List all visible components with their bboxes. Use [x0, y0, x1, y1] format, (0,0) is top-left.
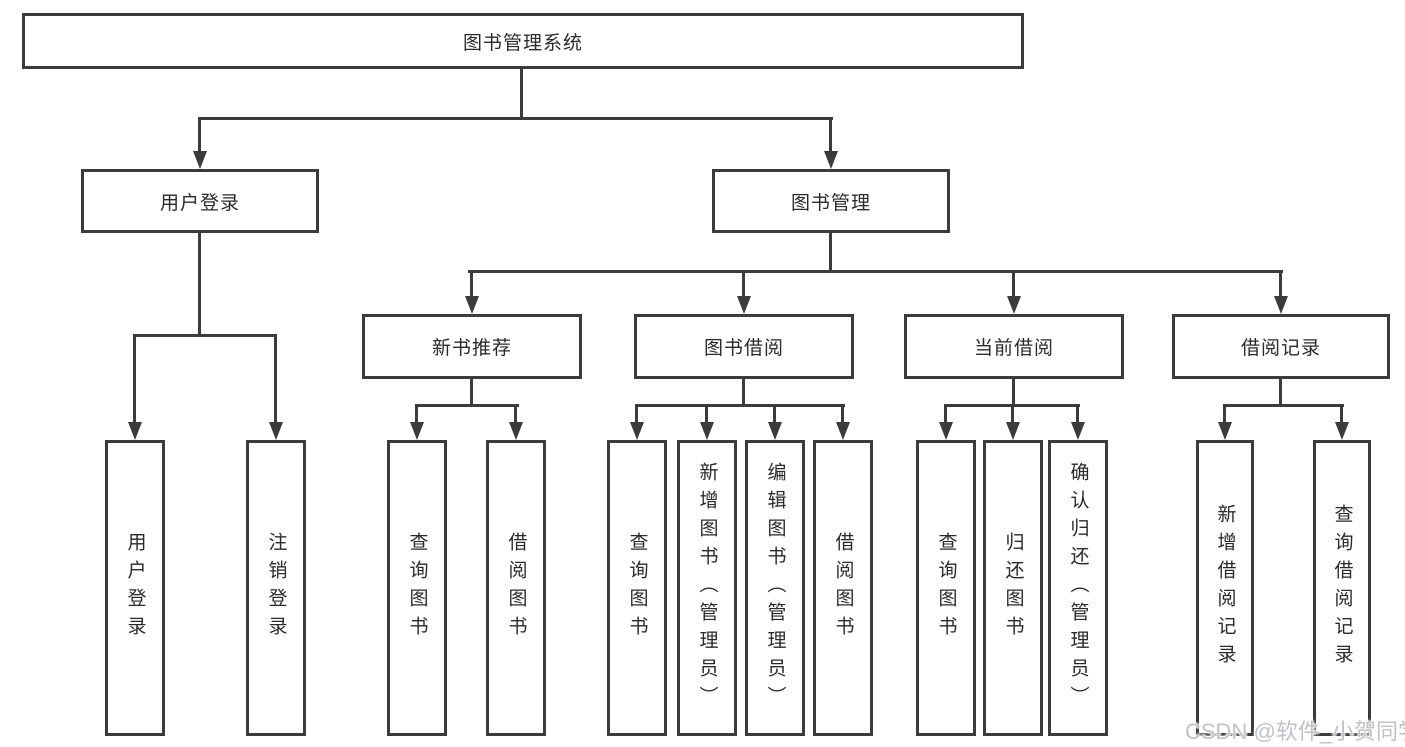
arrowhead-down-icon — [700, 422, 714, 440]
connector-line — [198, 117, 833, 120]
connector-line — [1076, 406, 1079, 424]
arrowhead-down-icon — [768, 422, 782, 440]
arrowhead-down-icon — [939, 422, 953, 440]
node-borrowing-records: 借阅记录 — [1172, 314, 1390, 379]
leaf-label: 注销登录 — [265, 532, 287, 644]
leaf-label: 新增借阅记录 — [1214, 504, 1236, 672]
leaf-borrow-books-recommend: 借阅图书 — [486, 440, 546, 736]
connector-line — [415, 404, 519, 407]
node-book-borrowing: 图书借阅 — [634, 314, 854, 379]
leaf-query-books-borrowing: 查询图书 — [607, 440, 667, 736]
node-label: 图书管理 — [790, 192, 871, 214]
connector-line — [470, 272, 473, 298]
connector-line — [415, 406, 418, 424]
csdn-watermark: CSDN @软件_小贺同学 — [1185, 719, 1405, 744]
connector-line — [1012, 379, 1015, 407]
arrowhead-down-icon — [1071, 422, 1085, 440]
connector-line — [468, 270, 1283, 273]
connector-line — [1223, 406, 1226, 424]
connector-line — [829, 233, 832, 273]
arrowhead-down-icon — [1274, 296, 1288, 314]
connector-line — [133, 334, 277, 337]
connector-line — [514, 406, 517, 424]
leaf-query-books-recommend: 查询图书 — [387, 440, 447, 736]
arrowhead-down-icon — [1006, 422, 1020, 440]
arrowhead-down-icon — [737, 296, 751, 314]
connector-line — [1011, 406, 1014, 424]
node-library-management-system: 图书管理系统 — [22, 13, 1024, 69]
leaf-borrow-books: 借阅图书 — [813, 440, 873, 736]
node-label: 用户登录 — [159, 192, 240, 214]
connector-line — [520, 69, 523, 119]
connector-line — [198, 233, 201, 337]
connector-line — [944, 404, 1080, 407]
connector-line — [470, 379, 473, 407]
arrowhead-down-icon — [128, 422, 142, 440]
node-user-login-branch: 用户登录 — [81, 169, 319, 233]
leaf-label: 借阅图书 — [505, 532, 527, 644]
connector-line — [635, 406, 638, 424]
leaf-label: 编辑图书（管理员） — [764, 462, 786, 714]
arrowhead-down-icon — [193, 151, 207, 169]
leaf-add-books-admin: 新增图书（管理员） — [677, 440, 737, 736]
arrowhead-down-icon — [1218, 422, 1232, 440]
leaf-label: 归还图书 — [1002, 532, 1024, 644]
arrowhead-down-icon — [1335, 422, 1349, 440]
arrowhead-down-icon — [1007, 296, 1021, 314]
arrowhead-down-icon — [410, 422, 424, 440]
leaf-logout: 注销登录 — [246, 440, 306, 736]
connector-line — [773, 406, 776, 424]
arrowhead-down-icon — [269, 422, 283, 440]
connector-line — [742, 379, 745, 407]
connector-line — [1012, 272, 1015, 298]
leaf-confirm-return-admin: 确认归还（管理员） — [1048, 440, 1108, 736]
leaf-query-borrow-record: 查询借阅记录 — [1313, 440, 1371, 736]
leaf-query-books-current: 查询图书 — [916, 440, 976, 736]
node-new-book-recommendation: 新书推荐 — [362, 314, 582, 379]
arrowhead-down-icon — [509, 422, 523, 440]
arrowhead-down-icon — [824, 151, 838, 169]
node-book-management-branch: 图书管理 — [712, 169, 950, 233]
connector-line — [742, 272, 745, 298]
arrowhead-down-icon — [836, 422, 850, 440]
arrowhead-down-icon — [630, 422, 644, 440]
leaf-label: 查询图书 — [406, 532, 428, 644]
node-label: 新书推荐 — [431, 338, 512, 359]
node-label: 图书管理系统 — [462, 32, 583, 54]
connector-line — [944, 406, 947, 424]
node-label: 图书借阅 — [703, 338, 784, 359]
leaf-label: 查询图书 — [626, 532, 648, 644]
leaf-user-login: 用户登录 — [105, 440, 165, 736]
leaf-edit-books-admin: 编辑图书（管理员） — [745, 440, 805, 736]
leaf-label: 确认归还（管理员） — [1067, 462, 1089, 714]
connector-line — [274, 336, 277, 424]
node-label: 当前借阅 — [973, 338, 1054, 359]
connector-line — [1223, 404, 1344, 407]
leaf-label: 用户登录 — [124, 532, 146, 644]
leaf-add-borrow-record: 新增借阅记录 — [1196, 440, 1254, 736]
leaf-label: 查询图书 — [935, 532, 957, 644]
connector-line — [133, 336, 136, 424]
leaf-label: 查询借阅记录 — [1331, 504, 1353, 672]
connector-line — [1279, 272, 1282, 298]
connector-line — [1340, 406, 1343, 424]
leaf-label: 新增图书（管理员） — [696, 462, 718, 714]
arrowhead-down-icon — [465, 296, 479, 314]
node-current-borrowing: 当前借阅 — [904, 314, 1124, 379]
connector-line — [705, 406, 708, 424]
connector-line — [841, 406, 844, 424]
connector-line — [635, 404, 845, 407]
leaf-return-books: 归还图书 — [983, 440, 1043, 736]
node-label: 借阅记录 — [1240, 338, 1321, 359]
connector-line — [198, 119, 201, 153]
leaf-label: 借阅图书 — [832, 532, 854, 644]
connector-line — [1279, 379, 1282, 407]
connector-line — [829, 119, 832, 153]
